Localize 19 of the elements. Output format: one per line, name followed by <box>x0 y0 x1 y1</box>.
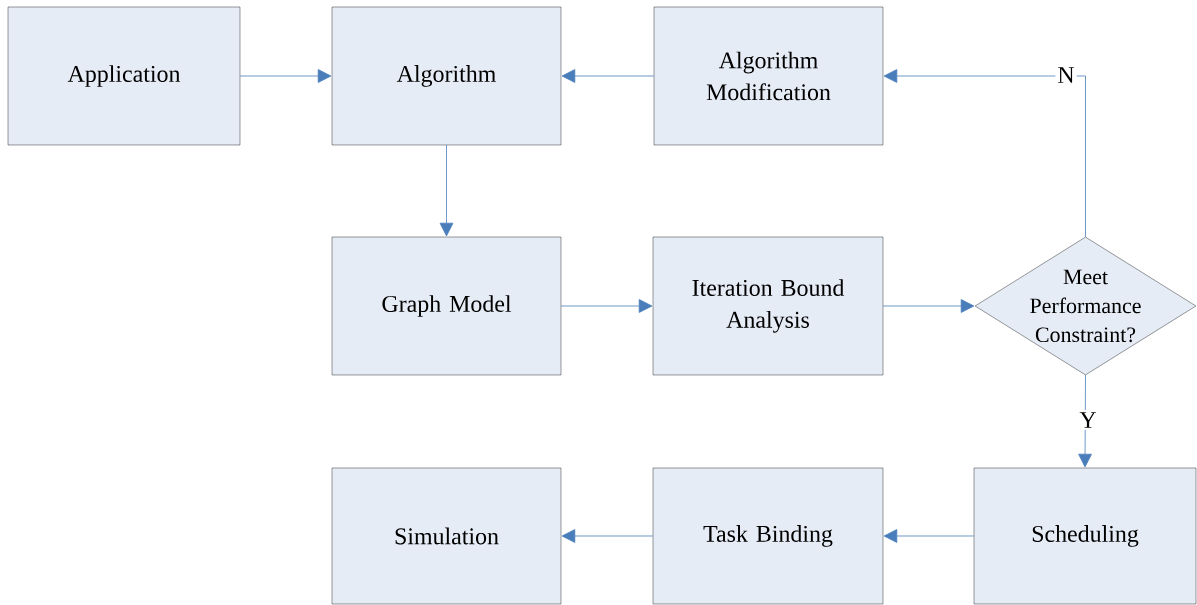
process-box: Simulation <box>331 467 562 605</box>
arrow <box>883 69 1086 238</box>
process-box: Algorithm <box>331 6 562 146</box>
arrow <box>882 299 975 313</box>
arrow <box>1078 374 1092 468</box>
arrow <box>561 69 655 83</box>
arrow <box>560 299 653 313</box>
edge-label: Y <box>1077 410 1099 430</box>
process-box: Task Binding <box>652 467 884 605</box>
process-box: Iteration Bound Analysis <box>652 236 884 376</box>
arrow <box>883 529 975 543</box>
arrow <box>561 529 654 543</box>
edge-label: N <box>1055 65 1077 85</box>
process-box: Algorithm Modification <box>653 6 884 146</box>
arrow <box>239 69 332 83</box>
process-box: Application <box>7 6 241 146</box>
process-box: Scheduling <box>973 467 1197 605</box>
process-box: Graph Model <box>331 236 562 376</box>
arrow <box>439 144 454 237</box>
